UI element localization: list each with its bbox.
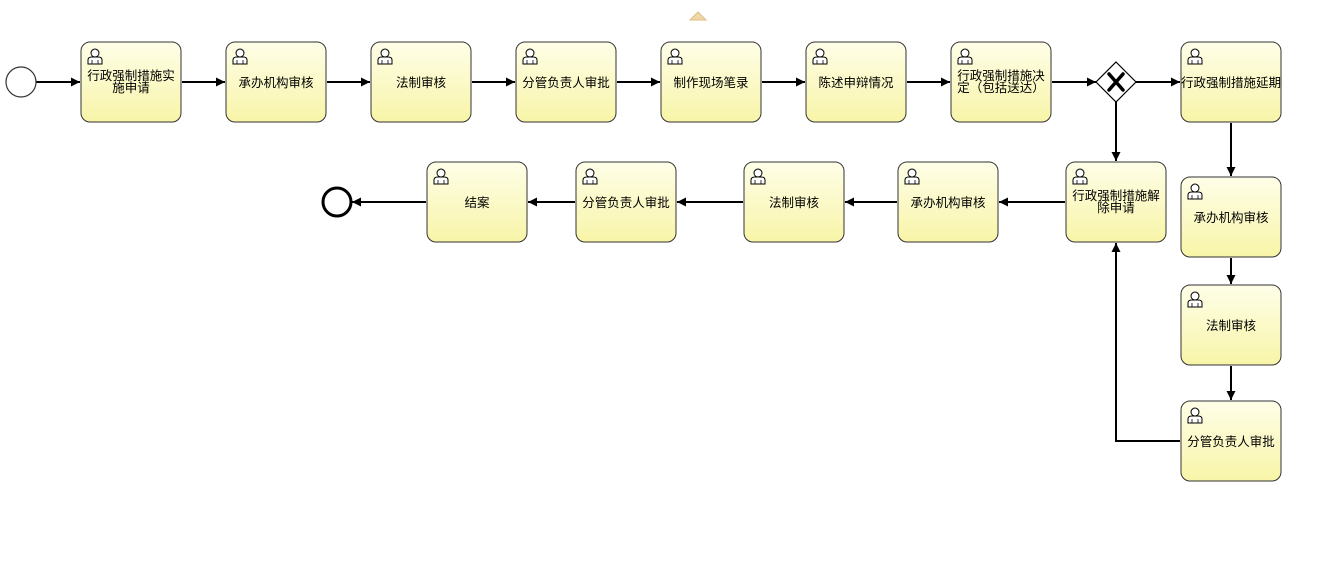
task-label: 除申请 xyxy=(1097,200,1135,215)
task-box xyxy=(80,41,182,123)
user-task-t14[interactable]: 法制审核 xyxy=(743,161,845,243)
user-task-t8[interactable]: 行政强制措施延期 xyxy=(1180,41,1282,123)
user-task-t11[interactable]: 分管负责人审批 xyxy=(1180,400,1282,482)
task-box xyxy=(515,41,617,123)
task-label: 行政强制措施延期 xyxy=(1181,75,1281,90)
user-task-t2[interactable]: 承办机构审核 xyxy=(225,41,327,123)
end-event[interactable] xyxy=(321,186,353,218)
task-label: 法制审核 xyxy=(1206,318,1257,333)
scroll-up-caret-icon[interactable] xyxy=(688,11,708,21)
user-task-t4[interactable]: 分管负责人审批 xyxy=(515,41,617,123)
user-task-t9[interactable]: 承办机构审核 xyxy=(1180,176,1282,258)
task-label: 结案 xyxy=(464,195,490,210)
start-event[interactable] xyxy=(5,66,37,98)
task-label: 定（包括送达） xyxy=(957,80,1045,95)
exclusive-gateway-x-icon xyxy=(1107,72,1125,92)
task-label: 分管负责人审批 xyxy=(582,195,670,210)
task-box xyxy=(370,41,472,123)
user-tasks: 行政强制措施实施申请承办机构审核法制审核分管负责人审批制作现场笔录陈述申辩情况行… xyxy=(80,41,1282,482)
task-label: 施申请 xyxy=(112,80,150,95)
task-label: 承办机构审核 xyxy=(910,195,986,210)
task-box xyxy=(1065,161,1167,243)
task-box xyxy=(1180,284,1282,366)
task-label: 分管负责人审批 xyxy=(1187,434,1275,449)
task-box xyxy=(743,161,845,243)
user-task-t6[interactable]: 陈述申辩情况 xyxy=(805,41,907,123)
task-box xyxy=(426,161,528,243)
user-task-t10[interactable]: 法制审核 xyxy=(1180,284,1282,366)
sequence-flows xyxy=(36,77,1236,442)
task-box xyxy=(225,41,327,123)
task-label: 法制审核 xyxy=(769,195,820,210)
task-box xyxy=(575,161,677,243)
task-label: 承办机构审核 xyxy=(1193,210,1269,225)
task-label: 陈述申辩情况 xyxy=(818,75,894,90)
task-label: 分管负责人审批 xyxy=(522,75,610,90)
task-label: 承办机构审核 xyxy=(238,75,314,90)
task-box xyxy=(950,41,1052,123)
user-task-t5[interactable]: 制作现场笔录 xyxy=(660,41,762,123)
task-box xyxy=(660,41,762,123)
task-box xyxy=(897,161,999,243)
task-label: 行政强制措施解 xyxy=(1072,188,1160,203)
task-box xyxy=(1180,41,1282,123)
task-box xyxy=(1180,176,1282,258)
user-task-t15[interactable]: 分管负责人审批 xyxy=(575,161,677,243)
task-box xyxy=(1180,400,1282,482)
user-task-t13[interactable]: 承办机构审核 xyxy=(897,161,999,243)
exclusive-gateway[interactable] xyxy=(1095,61,1137,103)
user-task-t3[interactable]: 法制审核 xyxy=(370,41,472,123)
task-label: 法制审核 xyxy=(396,75,447,90)
task-box xyxy=(805,41,907,123)
flow-t11-t12 xyxy=(1111,243,1180,442)
task-label: 行政强制措施实 xyxy=(87,68,175,83)
task-label: 行政强制措施决 xyxy=(957,68,1045,83)
task-label: 制作现场笔录 xyxy=(673,75,748,90)
user-task-t16[interactable]: 结案 xyxy=(426,161,528,243)
